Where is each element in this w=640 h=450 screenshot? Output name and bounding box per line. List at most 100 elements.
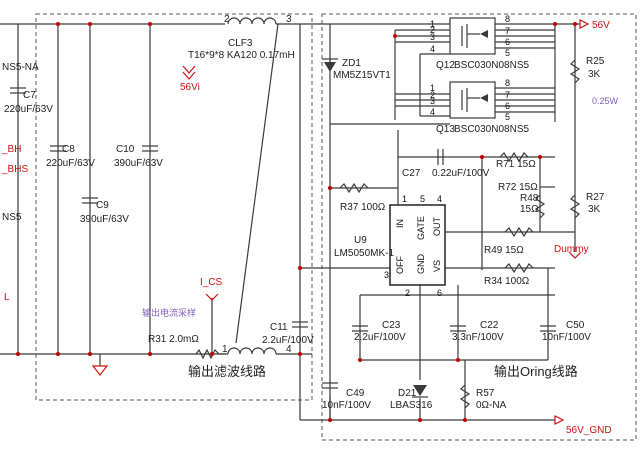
dummy-label: Dummy [554, 244, 588, 255]
q13-label: Q13 [436, 124, 455, 135]
q12-pin2: 2 [430, 25, 435, 35]
q13-pin2: 2 [430, 90, 435, 100]
c23-value: 2.2uF/100V [354, 332, 406, 343]
c27-capacitor [437, 149, 444, 165]
r57-resistor [459, 384, 471, 409]
r25-value: 3K [588, 69, 601, 80]
q13-value: BSC030N08NS5 [454, 124, 529, 135]
u9-pin4: 4 [437, 194, 442, 204]
c23-capacitor [352, 325, 368, 332]
ground-symbol [91, 365, 109, 376]
clf3-label: CLF3 [228, 38, 253, 49]
output-filter-block [35, 13, 313, 401]
zd1-zener [322, 58, 338, 72]
u9-pin6: 6 [437, 288, 442, 298]
c9-value: 390uF/63V [80, 214, 129, 225]
c27-value: 0.22uF/100V [432, 168, 490, 179]
v56vi-label: 56Vi [180, 82, 200, 93]
c9-label: C9 [96, 200, 109, 211]
clf3-desc: T16*9*8 KA120 0.17mH [188, 50, 295, 61]
u9-pin-in: IN [395, 219, 405, 228]
u9-pin-gate: GATE [416, 216, 426, 240]
r57-label: R57 [476, 388, 495, 399]
clf3-pin3: 3 [286, 14, 292, 25]
ns5-label: NS5 [2, 212, 22, 223]
r71-resistor [499, 151, 529, 163]
clf3-inductor [220, 17, 300, 355]
r72-label: R72 15Ω [498, 182, 538, 193]
u9-value: LM5050MK-1 [334, 248, 394, 259]
r37-resistor [339, 182, 369, 194]
c7-capacitor [10, 87, 26, 94]
c7-label: C7 [23, 90, 36, 101]
c49-capacitor [322, 382, 338, 389]
ns5-na-label: NS5-NA [2, 62, 39, 73]
u9-pin-gnd: GND [416, 254, 426, 275]
q13-pin7: 7 [505, 90, 510, 100]
oring-block [321, 13, 637, 441]
d21-value: LBAS316 [390, 400, 433, 411]
q12-pin3: 3 [430, 32, 435, 42]
q12-mosfet [449, 17, 496, 55]
u9-ic [389, 204, 446, 286]
cs-note: 输出电流采样 [142, 307, 196, 318]
u9-pin2: 2 [405, 288, 410, 298]
oring-title: 输出Oring线路 [494, 364, 578, 379]
clf3-pin2: 2 [224, 14, 230, 25]
r37-label: R37 100Ω [340, 202, 386, 213]
i-cs-label: I_CS [200, 277, 223, 288]
v56v-arrow [579, 19, 590, 29]
q13-pin6: 6 [505, 101, 510, 111]
r34-resistor [504, 262, 534, 274]
zd1-value: MM5Z15VT1 [333, 70, 391, 81]
c22-label: C22 [480, 320, 499, 331]
c50-label: C50 [566, 320, 585, 331]
c8-value: 220uF/63V [46, 158, 95, 169]
oring-wiring [300, 23, 580, 420]
zd1-label: ZD1 [342, 58, 361, 69]
c10-capacitor [142, 145, 158, 152]
c8-label: C8 [62, 144, 75, 155]
r27-label: R27 [586, 192, 605, 203]
c49-value: 10nF/100V [322, 400, 371, 411]
bh-label: _BH [1, 144, 21, 155]
junction-dots [16, 22, 577, 422]
v56v-gnd-label: 56V_GND [566, 425, 612, 436]
u9-pin-vs: VS [432, 260, 442, 272]
r27-value: 3K [588, 204, 601, 215]
q13-pin3: 3 [430, 96, 435, 106]
r49-resistor [504, 226, 534, 238]
q13-mosfet [449, 81, 496, 119]
c50-value: 10nF/100V [542, 332, 591, 343]
c22-value: 3.3nF/100V [452, 332, 504, 343]
u9-pin5: 5 [420, 194, 425, 204]
u9-pin-off: OFF [395, 256, 405, 274]
v56v-gnd-arrow [554, 415, 565, 425]
c10-label: C10 [116, 144, 135, 155]
v56v-label: 56V [592, 20, 610, 31]
u9-pin-out: OUT [432, 217, 442, 237]
dummy-flag [568, 251, 582, 259]
c23-label: C23 [382, 320, 401, 331]
q12-label: Q12 [436, 60, 455, 71]
d21-diode [412, 385, 428, 398]
c27-label: C27 [402, 168, 421, 179]
filter-title: 输出滤波线路 [188, 364, 266, 379]
i-cs-flag [205, 293, 219, 301]
c50-capacitor [540, 325, 556, 332]
q13-pin8: 8 [505, 78, 510, 88]
c11-label: C11 [270, 322, 288, 333]
q12-pin1: 1 [430, 19, 435, 29]
c10-value: 390uF/63V [114, 158, 163, 169]
q12-pin7: 7 [505, 26, 510, 36]
q12-pin4: 4 [430, 44, 435, 54]
c22-capacitor [450, 325, 466, 332]
l-label: L [4, 292, 10, 303]
d21-label: D21 [398, 388, 417, 399]
c49-label: C49 [346, 388, 365, 399]
u9-label: U9 [354, 235, 367, 246]
c7-value: 220uF/63V [4, 104, 53, 115]
u9-pin3: 3 [384, 270, 389, 280]
q12-pin6: 6 [505, 37, 510, 47]
